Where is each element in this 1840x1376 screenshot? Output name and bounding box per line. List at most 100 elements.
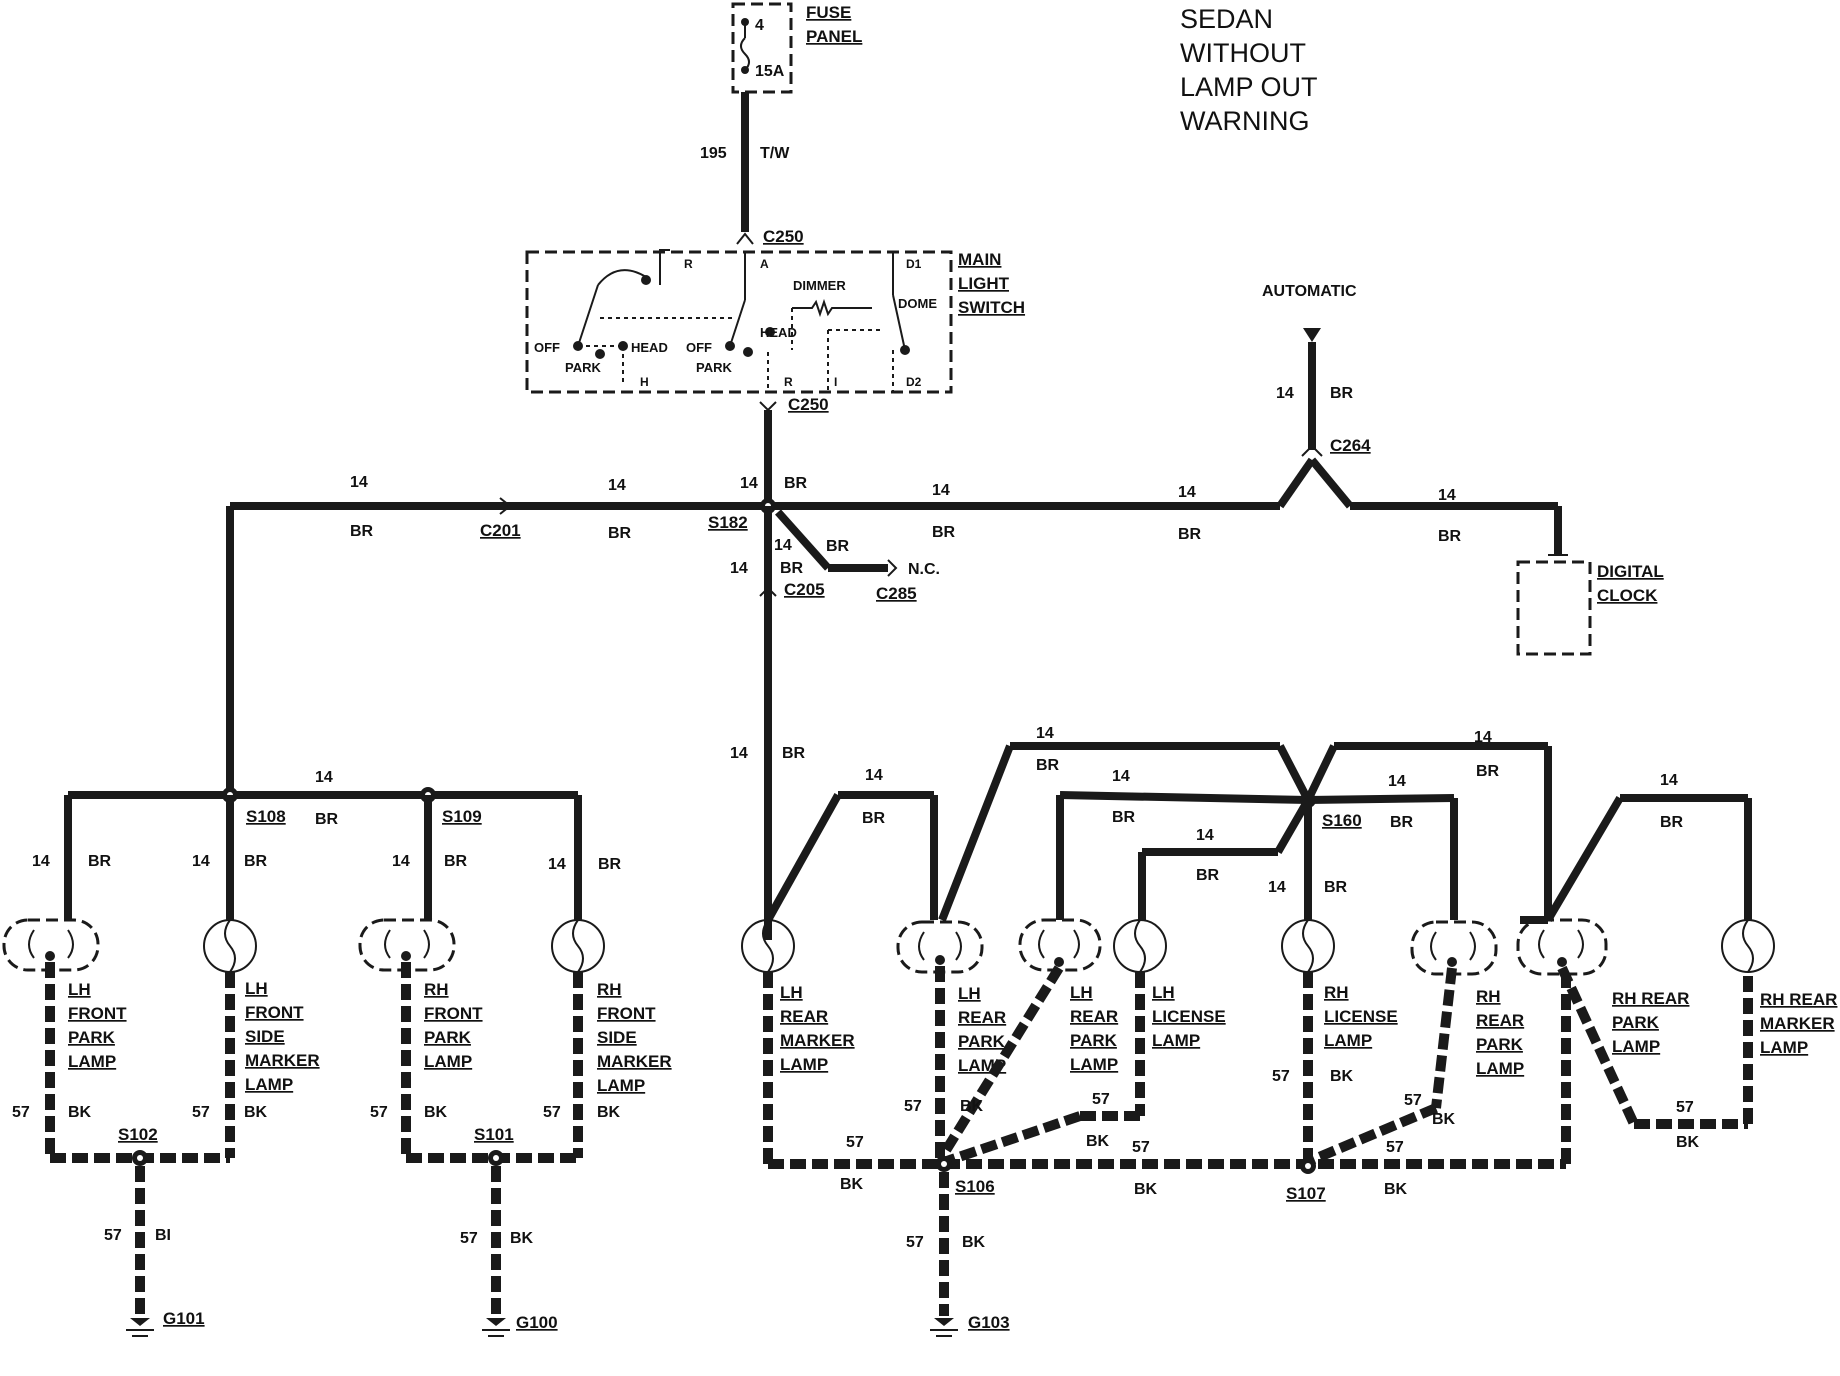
wire-color: BK [510, 1230, 534, 1247]
rh-front-side-marker-lamp-label: RH FRONT SIDE MARKER LAMP [597, 980, 672, 1095]
wire-color: BR [784, 475, 808, 492]
fuse-panel-outline [731, 2, 793, 94]
wire-color: BR [1330, 385, 1354, 402]
wire-number: 57 [1132, 1139, 1150, 1156]
label-line: LAMP [597, 1076, 645, 1095]
wire-number: 14 [32, 853, 50, 870]
clock-label: CLOCK [1597, 586, 1658, 605]
wire-color: T/W [760, 145, 790, 162]
label-line: LAMP [1070, 1055, 1118, 1074]
terminal-i: I [834, 375, 837, 389]
label-line: MARKER [245, 1051, 320, 1070]
ground-g101: G101 [126, 1309, 205, 1337]
wire-number: 57 [1092, 1091, 1110, 1108]
wire-color: BK [1384, 1181, 1408, 1198]
connector-icon [499, 497, 512, 515]
rh-rear-marker-lamp [1721, 919, 1775, 973]
switch-pos-off: OFF [686, 340, 712, 355]
wire-color: BR [1324, 879, 1348, 896]
fuse-rating: 15A [755, 63, 785, 80]
rh-front-park-lamp-label: RH FRONT PARK LAMP [424, 980, 483, 1071]
wire-color: BR [1390, 814, 1414, 831]
wire-number: 14 [1196, 827, 1214, 844]
bulb-filament-icon [384, 929, 430, 959]
wire-color: BR [782, 745, 806, 762]
bulb-filament-icon [918, 931, 962, 961]
label-line: LAMP [1324, 1031, 1372, 1050]
dome-label: DOME [898, 296, 937, 311]
wire-number: 14 [740, 475, 758, 492]
bulb-filament-icon [28, 929, 74, 959]
dimmer-label: DIMMER [793, 278, 846, 293]
wire-color: BK [244, 1104, 268, 1121]
connector-c205: C205 [784, 580, 825, 599]
wire-color: BR [315, 811, 339, 828]
wire-color: BR [444, 853, 468, 870]
diagram-title: SEDAN WITHOUT LAMP OUT WARNING [1180, 4, 1318, 136]
wire-number: 14 [1036, 725, 1054, 742]
label-line: FRONT [424, 1004, 483, 1023]
connector-c250-top: C250 [763, 227, 804, 246]
arrow-icon [1303, 328, 1321, 342]
label-line: MARKER [780, 1031, 855, 1050]
lamp-housing [1516, 918, 1608, 976]
ground-label: G100 [516, 1313, 558, 1332]
switch-outline [525, 250, 953, 394]
main-light-switch: MAIN LIGHT SWITCH R OFF PARK HEAD H A OF… [525, 249, 1025, 394]
rh-rear-marker-lamp-label: RH REAR MARKER LAMP [1760, 990, 1837, 1057]
bulb-filament-icon [1430, 931, 1476, 961]
wire-color: BR [1476, 763, 1500, 780]
fuse-icon [740, 37, 750, 71]
wire-number: 14 [315, 769, 333, 786]
connector-icon [759, 401, 777, 412]
wire-number: 14 [730, 745, 748, 762]
rh-rear-park-lamp [1410, 920, 1498, 976]
wire-number: 57 [1386, 1139, 1404, 1156]
connector-c201: C201 [480, 521, 521, 540]
switch-label: SWITCH [958, 298, 1025, 317]
terminal-a: A [760, 257, 769, 271]
terminal-r: R [784, 375, 793, 389]
ground-icon [934, 1318, 954, 1326]
splice-label: S106 [955, 1177, 995, 1196]
label-line: LAMP [1760, 1038, 1808, 1057]
terminal-d2: D2 [906, 375, 922, 389]
terminal-d1: D1 [906, 257, 922, 271]
label-line: PARK [424, 1028, 472, 1047]
wire-number: 57 [543, 1104, 561, 1121]
wire-number: 14 [1276, 385, 1294, 402]
wire-number: 14 [1268, 879, 1286, 896]
connector-c264: C264 [1330, 436, 1371, 455]
wire-number: 57 [460, 1230, 478, 1247]
wire-color: BK [962, 1234, 986, 1251]
wire-color: BR [1438, 528, 1462, 545]
label-line: LH [958, 984, 981, 1003]
wire-color: BK [424, 1104, 448, 1121]
splice-label: S108 [246, 807, 286, 826]
label-line: LAMP [1612, 1037, 1660, 1056]
clock-label: DIGITAL [1597, 562, 1664, 581]
ground-icon [486, 1318, 506, 1326]
wire-number: 14 [1474, 729, 1492, 746]
label-line: LICENSE [1324, 1007, 1398, 1026]
wire-number: 57 [1272, 1068, 1290, 1085]
wire-color: BR [780, 560, 804, 577]
wire-color: BK [960, 1098, 984, 1115]
digital-clock: DIGITAL CLOCK [1516, 554, 1664, 656]
label-line: FRONT [68, 1004, 127, 1023]
switch-pos-park: PARK [696, 360, 732, 375]
wire-14-br [1059, 791, 1309, 804]
wire-number: 57 [370, 1104, 388, 1121]
wire-color: BK [68, 1104, 92, 1121]
wire-color: BR [350, 523, 374, 540]
label-line: PARK [1070, 1031, 1118, 1050]
wire-number: 14 [1660, 772, 1678, 789]
wire-14-br-nc [775, 509, 831, 571]
nc-label: N.C. [908, 561, 940, 578]
label-line: LICENSE [1152, 1007, 1226, 1026]
title-line: SEDAN [1180, 4, 1273, 34]
lh-rear-park-lamp-2-label: LH REAR PARK LAMP [1070, 983, 1118, 1074]
terminal-r: R [684, 257, 693, 271]
wire-14-br [1307, 794, 1455, 804]
label-line: LH [68, 980, 91, 999]
